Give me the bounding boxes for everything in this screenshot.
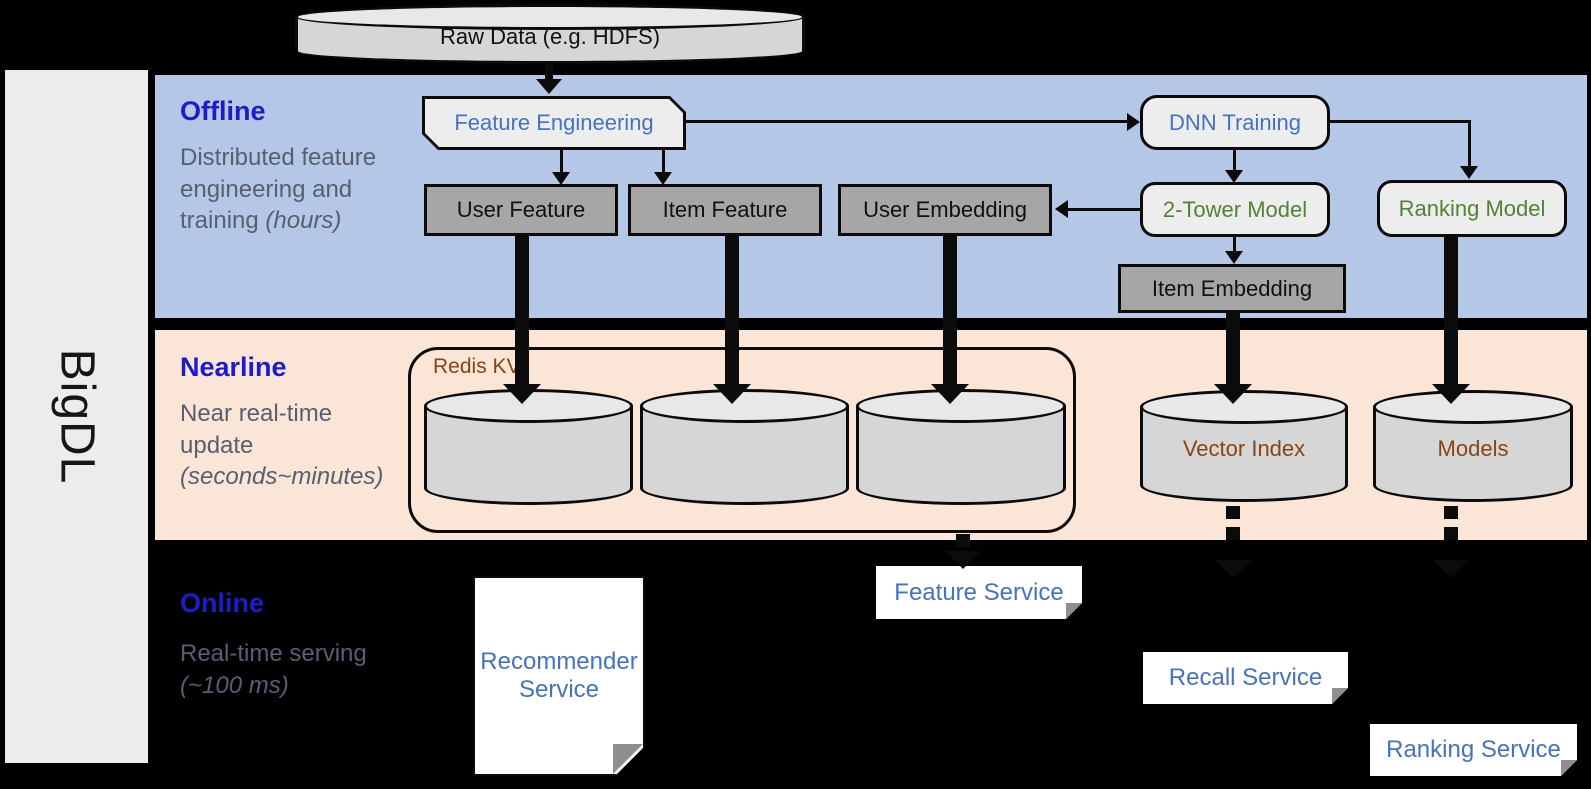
cylinder-top-ellipse — [295, 4, 805, 30]
nearline-description: Near real-time update (seconds~minutes) — [180, 398, 405, 493]
feature-engineering-face: Feature Engineering — [425, 99, 683, 147]
arrowhead-two-tower-to-item-embedding — [1225, 251, 1243, 264]
ranking-model-node: Ranking Model — [1377, 180, 1567, 237]
line-fe-to-dnn — [686, 120, 1128, 123]
arrowhead-dnn-to-two-tower — [1225, 170, 1243, 183]
recommender-service-node: Recommender Service — [473, 576, 645, 776]
dash2-vector-index-to-recall — [1226, 527, 1240, 540]
vector-index-cylinder: Vector Index — [1140, 390, 1348, 502]
user-feature-label: User Feature — [456, 197, 586, 222]
arrowhead-two-tower-to-user-embedding — [1055, 200, 1068, 218]
arrowhead-fe-to-user-feature — [552, 172, 570, 185]
recall-service-node: Recall Service — [1143, 652, 1348, 704]
ranking-service-node: Ranking Service — [1370, 724, 1577, 776]
redis-cylinder-3 — [856, 389, 1066, 505]
line-fe-to-user-feature — [560, 150, 563, 174]
bigdl-sidebar: BigDL — [5, 70, 148, 763]
item-feature-label: Item Feature — [662, 197, 788, 222]
recommender-service-label: Recommender Service — [480, 648, 638, 703]
redis-cylinder-1 — [424, 389, 633, 505]
dnn-training-node: DNN Training — [1140, 95, 1330, 150]
offline-description: Distributed feature engineering and trai… — [180, 142, 420, 237]
offline-desc-duration: (hours) — [265, 207, 342, 235]
line-dnn-to-ranking-v — [1468, 120, 1471, 168]
dnn-training-label: DNN Training — [1168, 109, 1302, 135]
two-tower-model-node: 2-Tower Model — [1140, 182, 1330, 237]
online-description: Real-time serving (~100 ms) — [180, 638, 390, 701]
user-embedding-node: User Embedding — [838, 184, 1052, 236]
item-feature-node: Item Feature — [628, 184, 822, 236]
redis-kv-label: Redis KV — [433, 355, 521, 378]
dash-redis-to-feature-service — [956, 534, 970, 547]
line-dnn-to-ranking-h — [1330, 120, 1471, 123]
vector-index-label: Vector Index — [1182, 435, 1306, 461]
arrowhead-fe-to-dnn — [1127, 113, 1140, 131]
nearline-desc-text: Near real-time update — [180, 400, 333, 459]
fat-arrow-item-embedding-to-vector-index — [1213, 313, 1253, 404]
raw-data-cylinder: Raw Data (e.g. HDFS) — [295, 4, 805, 64]
item-embedding-node: Item Embedding — [1118, 264, 1346, 313]
fat-arrow-user-feature-to-redis — [502, 236, 542, 404]
online-desc-text: Real-time serving — [180, 640, 367, 667]
dashhead-vector-index-to-recall — [1215, 560, 1251, 578]
cylinder-top-ellipse — [1373, 390, 1573, 424]
fat-arrow-ranking-model-to-models — [1431, 237, 1471, 404]
online-title: Online — [180, 588, 265, 618]
two-tower-model-label: 2-Tower Model — [1162, 196, 1308, 222]
arrowhead-dnn-to-ranking — [1460, 166, 1478, 179]
feature-engineering-label: Feature Engineering — [454, 110, 654, 135]
line-two-tower-to-user-embedding — [1068, 208, 1140, 211]
nearline-title: Nearline — [180, 352, 287, 382]
user-feature-node: User Feature — [424, 184, 618, 236]
feature-service-node: Feature Service — [876, 566, 1082, 619]
models-label: Models — [1437, 435, 1509, 461]
fat-arrow-user-embedding-to-redis — [930, 236, 970, 404]
arrowhead-fe-to-item-feature — [654, 172, 672, 185]
models-cylinder: Models — [1373, 390, 1573, 502]
feature-service-label: Feature Service — [894, 578, 1064, 606]
dashhead-redis-to-feature-service — [945, 551, 981, 569]
fat-arrow-item-feature-to-redis — [712, 236, 752, 404]
nearline-desc-duration: (seconds~minutes) — [180, 463, 384, 491]
ranking-model-label: Ranking Model — [1398, 195, 1546, 221]
ranking-service-label: Ranking Service — [1386, 736, 1561, 763]
feature-engineering-node: Feature Engineering — [422, 96, 686, 150]
raw-data-label: Raw Data (e.g. HDFS) — [439, 23, 661, 49]
dash1-models-to-ranking — [1444, 506, 1458, 519]
dash1-vector-index-to-recall — [1226, 506, 1240, 519]
line-dnn-to-two-tower — [1233, 150, 1236, 172]
user-embedding-label: User Embedding — [863, 197, 1027, 222]
redis-cylinder-2 — [640, 389, 849, 505]
recall-service-label: Recall Service — [1168, 664, 1323, 691]
arrow-rawdata-to-feature-engineering — [533, 62, 565, 94]
offline-title: Offline — [180, 96, 266, 126]
cylinder-top-ellipse — [424, 389, 633, 423]
dash2-models-to-ranking — [1444, 527, 1458, 540]
dashhead-models-to-ranking — [1433, 560, 1469, 578]
bigdl-label: BigDL — [49, 348, 103, 485]
line-fe-to-item-feature — [662, 150, 665, 174]
item-embedding-label: Item Embedding — [1151, 275, 1313, 301]
online-desc-duration: (~100 ms) — [180, 671, 289, 699]
offline-desc-text: Distributed feature engineering and trai… — [180, 144, 377, 235]
line-two-tower-to-item-embedding — [1233, 237, 1236, 253]
